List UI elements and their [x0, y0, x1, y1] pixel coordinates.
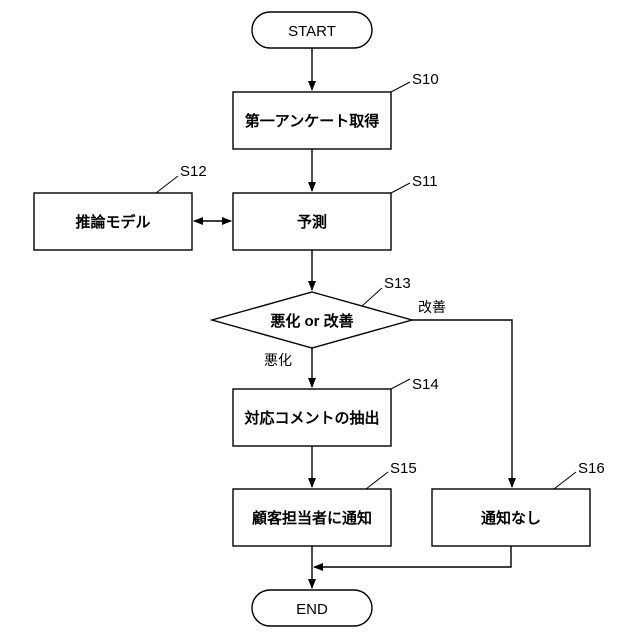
- edge-s16-merge: [314, 546, 511, 567]
- step-s12-text: 推論モデル: [75, 213, 150, 231]
- step-s10: 第一アンケート取得: [233, 92, 391, 149]
- step-s10-text: 第一アンケート取得: [245, 112, 379, 130]
- step-s15: 顧客担当者に通知: [233, 489, 391, 546]
- edge-label-improve: 改善: [418, 299, 446, 315]
- step-label-s16: S16: [578, 460, 605, 477]
- leader-s14: [391, 379, 410, 389]
- step-label-s12: S12: [180, 163, 207, 180]
- leader-s15: [366, 472, 388, 489]
- start-terminal: START: [252, 12, 372, 48]
- decision-s13: 悪化 or 改善: [212, 292, 412, 348]
- step-s15-text: 顧客担当者に通知: [252, 509, 372, 527]
- edge-label-worse: 悪化: [264, 352, 292, 368]
- step-s14-text: 対応コメントの抽出: [243, 409, 379, 427]
- step-label-s14: S14: [412, 376, 439, 393]
- step-s16: 通知なし: [432, 489, 590, 546]
- step-label-s11: S11: [412, 173, 438, 190]
- step-s11-text: 予測: [297, 213, 327, 231]
- step-label-s15: S15: [390, 460, 417, 477]
- step-label-s13: S13: [384, 275, 411, 292]
- end-terminal: END: [252, 590, 372, 626]
- leader-s12: [156, 176, 178, 193]
- start-label: START: [288, 23, 336, 40]
- leader-s10: [391, 82, 410, 92]
- edge-s13-s16: [412, 320, 512, 487]
- leader-s16: [554, 472, 576, 489]
- decision-s13-text: 悪化 or 改善: [270, 312, 353, 330]
- step-label-s10: S10: [412, 71, 439, 88]
- step-s14: 対応コメントの抽出: [233, 389, 391, 446]
- step-s11: 予測: [233, 193, 391, 250]
- step-s12: 推論モデル: [34, 193, 192, 250]
- end-label: END: [296, 601, 328, 618]
- leader-s13: [362, 288, 382, 306]
- leader-s11: [391, 183, 410, 193]
- step-s16-text: 通知なし: [481, 509, 541, 527]
